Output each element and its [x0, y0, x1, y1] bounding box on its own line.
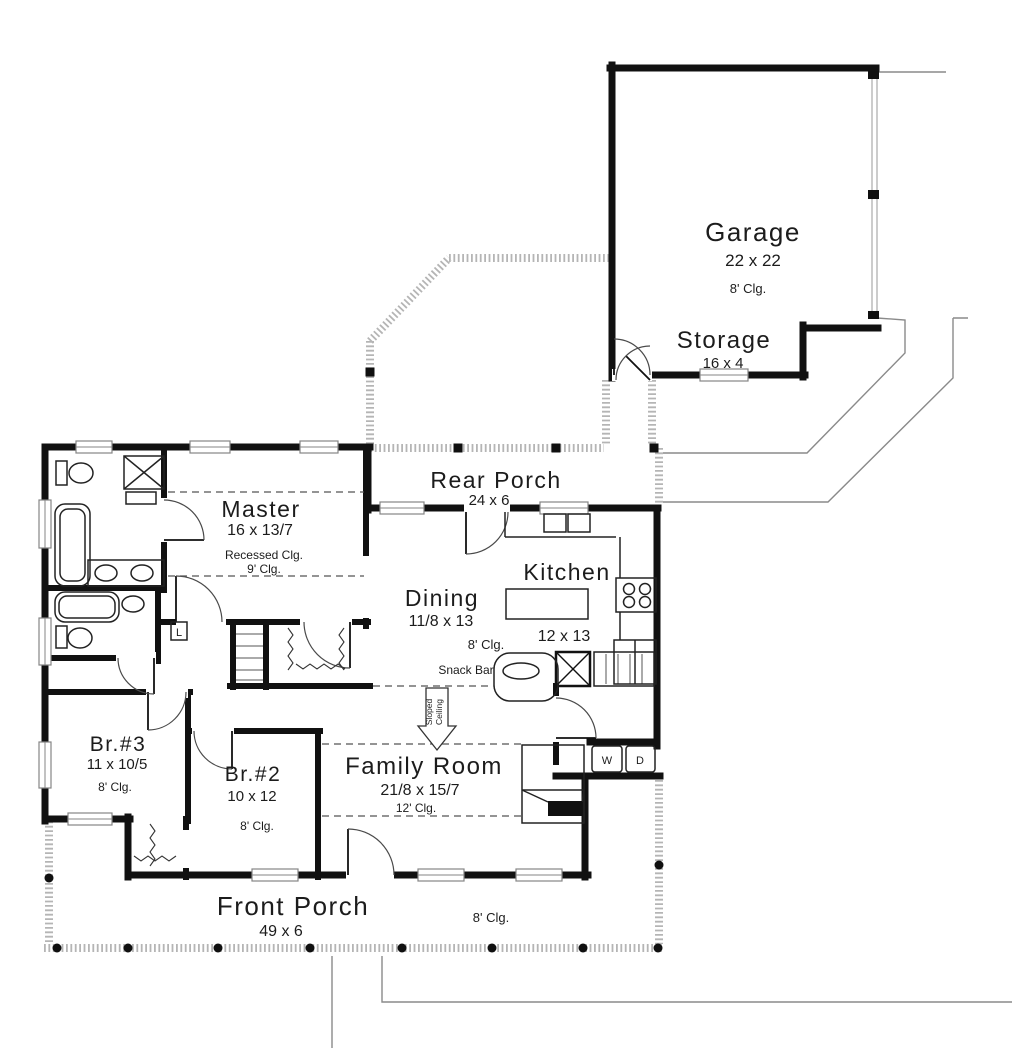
sloped-ceiling-label-2: Ceiling: [434, 699, 444, 725]
front-door: [347, 828, 395, 876]
window: [38, 741, 52, 789]
island: [505, 588, 589, 620]
family-room-name: Family Room: [345, 753, 503, 780]
site-lines: [331, 71, 1012, 1048]
sloped-ceiling-arrow: Sloped Ceiling: [416, 687, 458, 752]
window: [539, 501, 589, 515]
rear-porch-dims: 24 x 6: [469, 492, 510, 509]
br3-dims: 11 x 10/5: [87, 756, 148, 773]
walk-in-closet-rods: [287, 627, 346, 671]
utility-door: [555, 697, 597, 739]
front-porch-name: Front Porch: [217, 891, 369, 921]
kitchen-name: Kitchen: [523, 559, 610, 585]
storage-dims: 16 x 4: [703, 355, 744, 372]
washer-box: [591, 745, 623, 773]
br3-name: Br.#3: [90, 733, 147, 756]
master-clg: 9' Clg.: [247, 562, 281, 576]
linen-label: L: [176, 627, 182, 639]
shower: [123, 455, 165, 505]
storage-name: Storage: [677, 327, 772, 354]
dryer-box: [625, 745, 656, 773]
sink: [121, 595, 145, 613]
dining-clg: 8' Clg.: [468, 637, 504, 652]
double-vanity: [87, 559, 165, 587]
pantry: [554, 650, 592, 688]
garage-door-wall: [868, 71, 879, 319]
walkway-door: [615, 345, 651, 381]
doors: [117, 338, 651, 876]
dining-dims: 11/8 x 13: [409, 613, 474, 630]
window: [38, 499, 52, 549]
toilet: [55, 625, 93, 649]
linen-closet: [170, 621, 188, 641]
garage-dims: 22 x 22: [725, 251, 781, 270]
room-labels: Garage 22 x 22 8' Clg. Storage 16 x 4 Re…: [87, 217, 801, 940]
rear-porch-name: Rear Porch: [430, 467, 561, 493]
rear-door: [465, 511, 509, 555]
window: [189, 440, 231, 454]
washer-label: W: [602, 755, 613, 767]
br2-clg: 8' Clg.: [240, 819, 274, 833]
wall-openings: [116, 369, 652, 881]
master-note: Recessed Clg.: [225, 548, 303, 562]
refrigerator: [613, 639, 657, 685]
br3-clg: 8' Clg.: [98, 780, 132, 794]
bathtub: [54, 591, 120, 623]
window: [75, 440, 113, 454]
br3-door: [147, 691, 187, 731]
master-name: Master: [221, 496, 300, 522]
shelved-closet: [593, 651, 655, 687]
bathtub: [54, 503, 91, 587]
front-porch-dims: 49 x 6: [259, 923, 303, 940]
window: [417, 868, 465, 882]
kitchen-fixtures: [493, 512, 657, 702]
closets: [133, 627, 655, 867]
garage-name: Garage: [705, 217, 801, 247]
laundry: [591, 745, 656, 773]
window: [515, 868, 563, 882]
fireplace: [521, 744, 585, 824]
dryer-label: D: [636, 755, 644, 767]
toilet: [55, 460, 94, 486]
kitchen-sink: [543, 513, 591, 533]
ceiling-lines: [168, 491, 522, 817]
porch-deck-edges: [44, 254, 663, 952]
snack-bar-label: Snack Bar: [438, 663, 493, 677]
window: [67, 812, 113, 826]
storage-door: [613, 338, 651, 376]
windows: [38, 368, 749, 882]
window: [299, 440, 339, 454]
sloped-ceiling-label-1: Sloped: [424, 698, 434, 725]
bathroom-fixtures: [54, 455, 188, 649]
window: [38, 617, 52, 666]
kitchen-dims: 12 x 13: [538, 628, 591, 645]
shelf-closet: [236, 633, 263, 681]
snack-bar-counter: [493, 652, 559, 702]
hall-bath-door: [117, 657, 155, 695]
range: [615, 577, 657, 613]
window: [699, 368, 749, 382]
family-room-dims: 21/8 x 15/7: [380, 782, 459, 799]
family-room-clg: 12' Clg.: [396, 801, 436, 815]
window: [379, 501, 425, 515]
master-bath-door: [163, 499, 205, 541]
br2-name: Br.#2: [225, 763, 282, 786]
br2-dims: 10 x 12: [227, 788, 276, 805]
master-dims: 16 x 13/7: [227, 522, 293, 539]
br2-door: [193, 730, 233, 770]
master-door: [175, 575, 223, 623]
window: [251, 868, 299, 882]
front-porch-clg: 8' Clg.: [473, 910, 509, 925]
br2-closet-rods: [133, 823, 177, 867]
porch-columns: [44, 367, 664, 953]
dining-name: Dining: [405, 585, 479, 611]
garage-clg: 8' Clg.: [730, 281, 766, 296]
